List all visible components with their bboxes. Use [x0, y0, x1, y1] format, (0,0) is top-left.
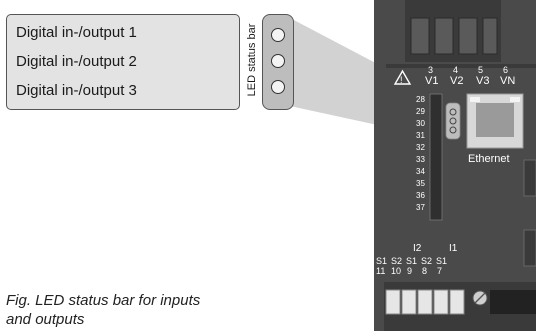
led-mini-strip	[445, 102, 461, 140]
current-pin-label: S2	[421, 256, 433, 266]
current-pin-label: S1	[406, 256, 418, 266]
io-label-1: Digital in-/output 1	[16, 24, 137, 41]
pin-number: 31	[416, 131, 425, 140]
terminal-number-6: 6	[503, 65, 509, 75]
current-pin-number: 10	[391, 266, 402, 276]
led-indicator-2	[271, 54, 285, 68]
current-pin-number: 9	[407, 266, 413, 276]
current-pin-number: 8	[422, 266, 428, 276]
current-group-i2: I2	[413, 243, 422, 254]
led-indicator-3	[271, 80, 285, 94]
caption-line-1: Fig. LED status bar for inputs	[6, 292, 201, 309]
voltage-label-v1: V1	[425, 75, 439, 87]
pin-number: 32	[416, 143, 425, 152]
pin-number: 28	[416, 95, 425, 104]
voltage-label-v3: V3	[476, 75, 490, 87]
current-pin-label: S1	[436, 256, 448, 266]
caption-line-2: and outputs	[6, 311, 85, 328]
led-indicator-1	[271, 28, 285, 42]
pin-number: 36	[416, 191, 425, 200]
figure-caption: Fig. LED status bar for inputs and outpu…	[6, 291, 200, 329]
pin-number: 35	[416, 179, 425, 188]
io-label-2: Digital in-/output 2	[16, 53, 137, 70]
terminal-number-4: 4	[453, 65, 459, 75]
voltage-label-vn: VN	[500, 75, 516, 87]
pin-number: 34	[416, 167, 425, 176]
io-label-box	[6, 14, 240, 110]
led-status-bar-label: LED status bar	[245, 6, 259, 114]
terminal-number-5: 5	[478, 65, 484, 75]
svg-text:!: !	[400, 75, 403, 85]
voltage-label-v2: V2	[450, 75, 464, 87]
current-pin-number: 11	[376, 266, 386, 276]
pin-number: 37	[416, 203, 425, 212]
current-pin-label: S2	[391, 256, 403, 266]
terminal-number-3: 3	[428, 65, 434, 75]
current-pin-label: S1	[376, 256, 388, 266]
warning-icon	[393, 69, 412, 85]
current-group-i1: I1	[449, 243, 458, 254]
pin-number: 33	[416, 155, 425, 164]
led-status-bar	[262, 14, 294, 110]
current-pin-number: 7	[437, 266, 443, 276]
led-pin-column	[429, 93, 443, 221]
led-status-bar-text: LED status bar	[246, 23, 258, 97]
pin-number: 30	[416, 119, 425, 128]
ethernet-label: Ethernet	[468, 153, 510, 165]
pin-number: 29	[416, 107, 425, 116]
io-label-3: Digital in-/output 3	[16, 82, 137, 99]
